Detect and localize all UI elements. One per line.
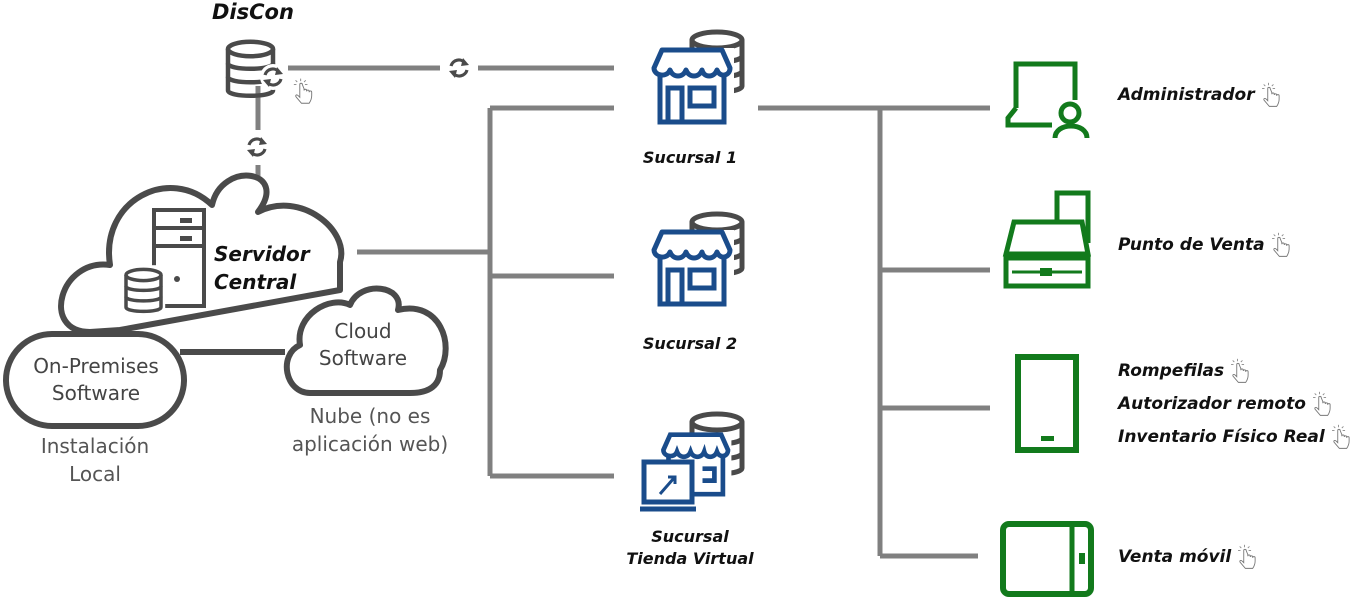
server-label: Servidor Central: [214, 240, 310, 296]
cloud-software-line2: Software: [318, 346, 408, 370]
device-label-text: Inventario Físico Real: [1118, 427, 1325, 447]
on-premises-shape: [3, 331, 187, 429]
device-label-text: Punto de Venta: [1118, 235, 1265, 255]
branch-2-label-line1: Sucursal 2: [642, 334, 738, 353]
connector-lines: [255, 65, 990, 559]
phone-icon[interactable]: [1015, 354, 1079, 453]
device-label-text: Rompefilas: [1118, 361, 1225, 381]
diagram-title: DisCon: [212, 0, 294, 24]
device-label-autorizador-remoto[interactable]: Autorizador remoto: [1118, 391, 1334, 417]
cloud-software-line1: Cloud: [334, 319, 392, 343]
hand-pointer-icon: [1312, 391, 1331, 416]
server-label-line1: Servidor: [214, 242, 310, 266]
sync-icon-server: [243, 133, 271, 161]
branch-2-label[interactable]: Sucursal 2: [620, 334, 760, 353]
device-label-administrador[interactable]: Administrador: [1118, 82, 1283, 108]
sync-icon-branch: [445, 54, 473, 82]
hand-pointer-icon: [1271, 232, 1290, 257]
hand-pointer-icon: [1331, 424, 1350, 449]
cloud-software-caption-line2: aplicación web): [291, 432, 449, 456]
branch-1-label-line1: Sucursal 1: [642, 148, 738, 167]
branch-virtual-label[interactable]: Sucursal Tienda Virtual: [610, 526, 770, 570]
device-label-punto-de-venta[interactable]: Punto de Venta: [1118, 232, 1293, 258]
on-premises-caption-line2: Local: [69, 462, 121, 486]
cloud-software-caption-line1: Nube (no es: [309, 404, 431, 428]
on-premises-line2: Software: [51, 381, 141, 405]
discon-hand-pointer-icon[interactable]: [293, 78, 313, 104]
branch-1-label[interactable]: Sucursal 1: [620, 148, 760, 167]
cloud-software-shape: [283, 285, 449, 396]
hand-pointer-icon: [1237, 544, 1256, 569]
branch-virtual-label-line2: Tienda Virtual: [626, 549, 754, 568]
branch-virtual-store-icon[interactable]: [640, 414, 742, 512]
branch-virtual-label-line1: Sucursal: [651, 527, 729, 546]
server-database-icon: [123, 265, 166, 317]
cash-register-icon[interactable]: [1002, 190, 1092, 289]
server-label-line2: Central: [214, 270, 297, 294]
hand-pointer-icon: [1230, 358, 1249, 383]
branch-2-icon[interactable]: [650, 214, 742, 310]
server-tower-icon: [152, 208, 206, 308]
hand-pointer-icon: [1261, 82, 1280, 107]
cloud-software-label: Cloud Software: [288, 318, 438, 372]
device-label-rompefilas[interactable]: Rompefilas: [1118, 358, 1252, 384]
device-label-text: Venta móvil: [1118, 547, 1232, 567]
on-premises-caption-line1: Instalación: [40, 434, 150, 458]
device-label-inventario-fisico[interactable]: Inventario Físico Real: [1118, 424, 1352, 450]
laptop-user-icon[interactable]: [1005, 61, 1090, 139]
discon-sync-icon: [260, 64, 286, 90]
tablet-icon[interactable]: [1000, 521, 1094, 597]
device-label-text: Administrador: [1118, 85, 1255, 105]
on-premises-caption: Instalación Local: [5, 432, 185, 488]
cloud-software-caption: Nube (no es aplicación web): [270, 402, 470, 458]
on-premises-line1: On-Premises: [33, 354, 159, 378]
branch-1-icon[interactable]: [650, 32, 742, 128]
on-premises-label: On-Premises Software: [10, 353, 182, 407]
device-label-text: Autorizador remoto: [1118, 394, 1306, 414]
device-label-venta-movil[interactable]: Venta móvil: [1118, 544, 1259, 570]
